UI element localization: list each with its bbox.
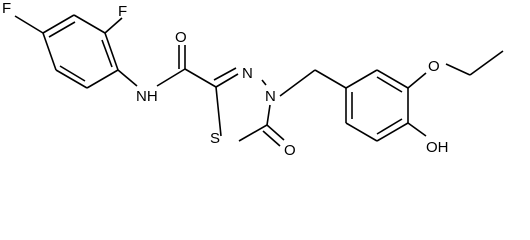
bond-ring-oether (407, 72, 427, 89)
difluorophenyl-ring (42, 14, 119, 89)
bond-carbonyl-ring (184, 68, 217, 88)
atom-n4: N (265, 88, 276, 105)
atom-f-mid: F (118, 3, 127, 20)
atom-s1: S (210, 130, 220, 147)
bond-ring-carbonyl (266, 124, 285, 141)
bond-f-mid (104, 17, 123, 34)
atom-o-ring: O (284, 142, 296, 158)
atom-nh: NH (136, 88, 158, 105)
chemical-structure: F F NH O N N S O O OH (2, 0, 504, 158)
bond-ring-nh (117, 69, 138, 87)
bond-n-ch2 (279, 69, 316, 97)
bond-nh-carbonyl (156, 68, 186, 87)
bond-oether-ch2 (445, 63, 471, 76)
bond-f-top (14, 15, 44, 34)
atom-o-ether: O (428, 58, 440, 75)
atom-n3: N (242, 65, 253, 82)
thiadiazine-ring (213, 67, 271, 142)
bond-ethyl (469, 50, 504, 76)
bond-ring-oh (407, 122, 427, 137)
ethoxyphenol-ring (345, 69, 409, 142)
atom-o-carbonyl: O (175, 29, 187, 46)
bond-ring-carbonyl-double (262, 130, 281, 147)
bond-ch2-ring (314, 69, 347, 89)
atom-oh: OH (426, 139, 449, 156)
atom-f-top: F (2, 0, 11, 17)
